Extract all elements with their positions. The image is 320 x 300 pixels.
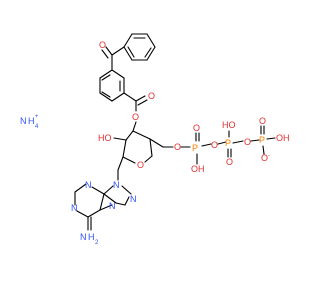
ammonium-N: N [20,116,27,126]
pyrimidine-n1: N [71,203,78,213]
n7-nitrogen: N [109,201,116,211]
amine-subscript: 2 [95,240,99,246]
phosphorus-gamma: P [259,135,265,145]
phosphate-chain [180,125,276,165]
p3-oxo: O [259,116,266,126]
p3-charge: - [268,153,270,159]
amine-nitrogen: N [80,232,87,242]
p2-oxo: O [226,157,233,167]
ester-oxygen: O [132,112,139,122]
phosphorus-beta: P [225,138,231,148]
p2-hydroxyl: HO [222,120,236,130]
ester-group [123,92,148,132]
structure-svg: N H 4 + O O O O HO O P O OH O P HO O O P… [20,33,290,246]
imidazole-nitrogen: N [130,194,137,204]
ammonium-subscript: 4 [35,124,39,130]
amine-hydrogen: H [88,232,95,242]
phenyl-ring [123,33,156,61]
hydroxyl-label: HO [98,133,112,143]
ketone-oxygen: O [99,40,106,50]
ketone-group [101,46,125,71]
benzene-ring [99,69,125,102]
pyrimidine-n3: N [85,180,92,190]
ester-carbonyl-oxygen: O [148,91,155,101]
glycosidic-nitrogen: N [113,180,120,190]
p1-oxo: O [193,123,200,133]
ammonium-H: H [28,116,35,126]
ribose-ring [113,130,174,171]
ch2-oxygen: O [174,142,181,152]
p1-hydroxyl: OH [191,164,205,174]
p3-hydroxyl: OH [276,133,290,143]
phosphorus-alpha: P [192,143,198,153]
p3-oxide: O [261,153,268,163]
bridge-oxygen-1: O [211,140,218,150]
bridge-oxygen-2: O [244,137,251,147]
ammonium-charge: + [35,114,39,120]
ring-oxygen: O [137,160,144,170]
adenine-base [74,169,132,231]
molecule-diagram: N H 4 + O O O O HO O P O OH O P HO O O P… [20,33,290,246]
